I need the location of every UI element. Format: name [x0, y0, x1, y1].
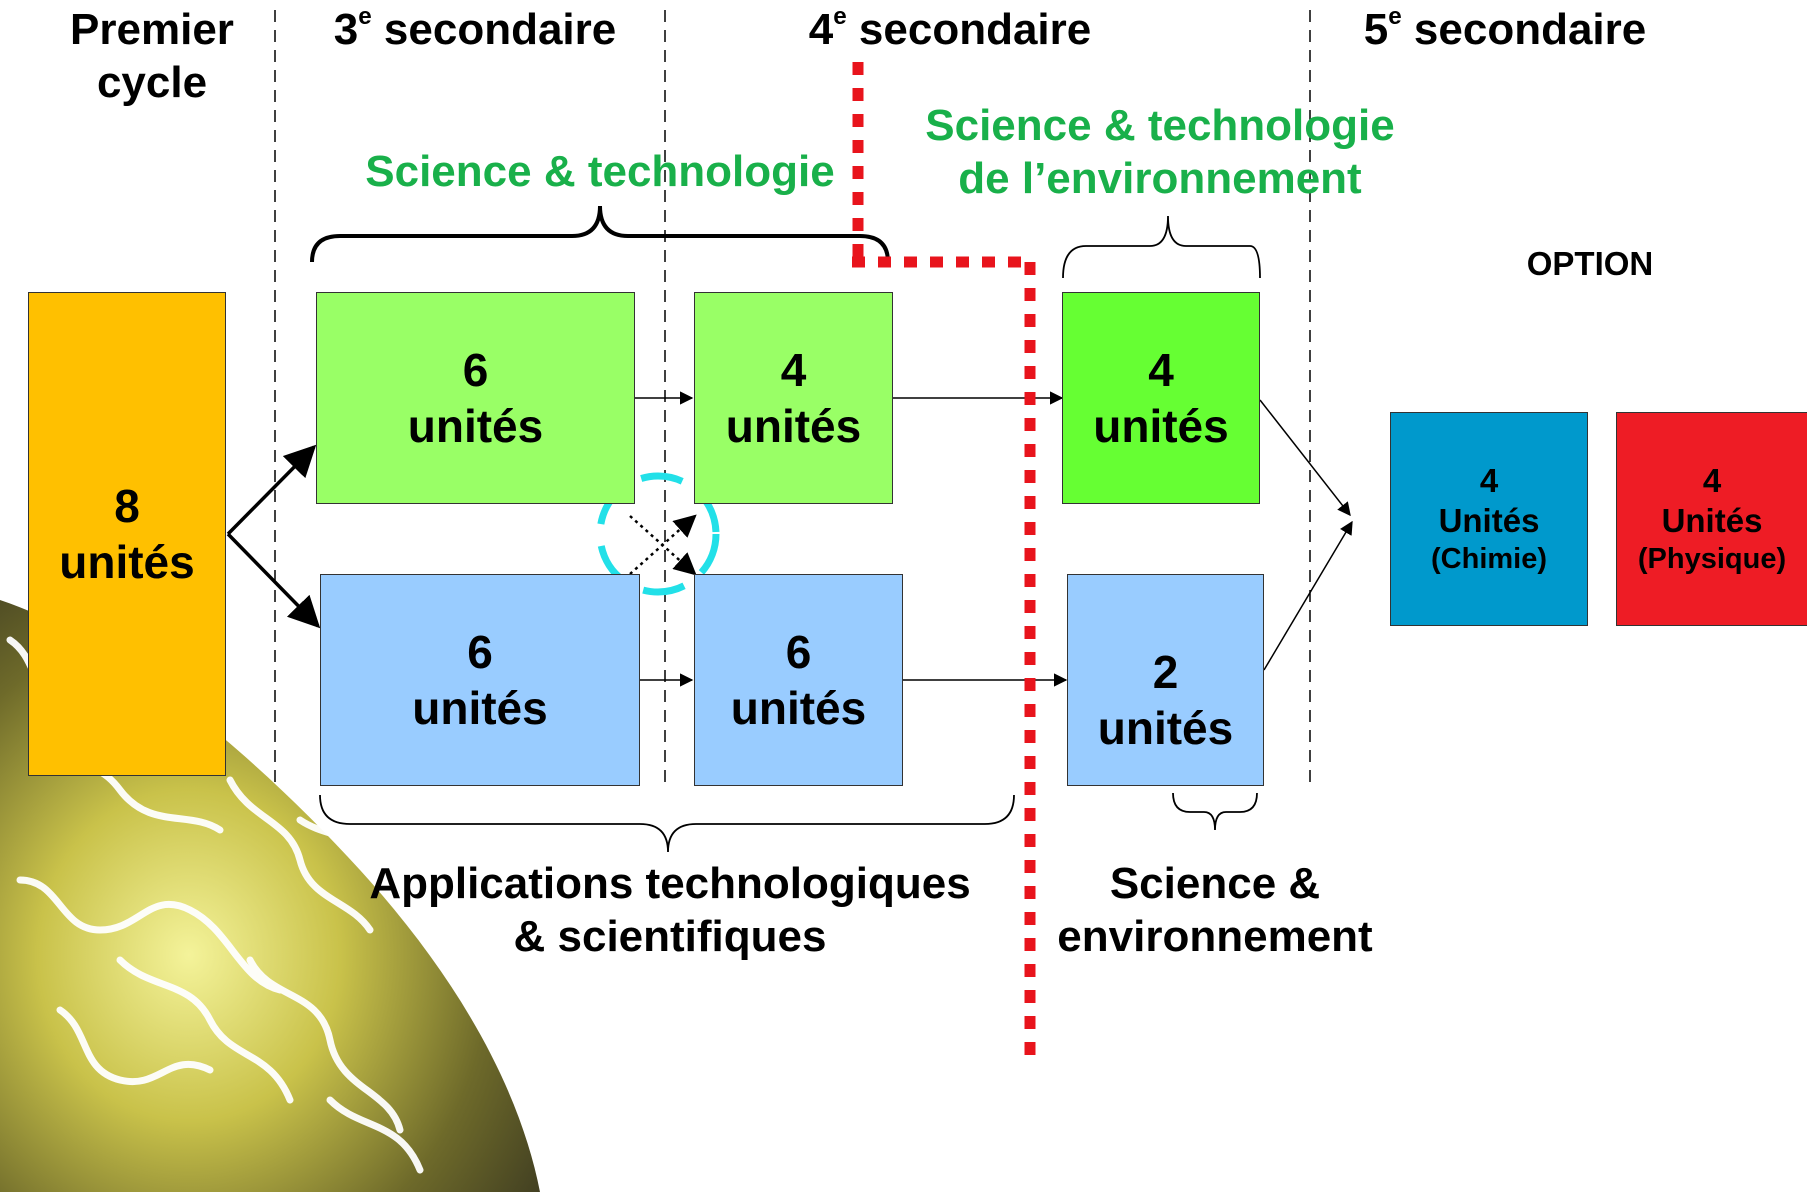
label-ats: Applications technologiques & scientifiq…	[330, 858, 1010, 964]
box-ats-3e: 6 unités	[320, 574, 640, 786]
box-unit: unités	[1093, 400, 1229, 452]
label-option: OPTION	[1526, 245, 1654, 282]
brace-ats	[319, 794, 1015, 853]
box-subject: (Chimie)	[1431, 542, 1547, 575]
header-4e-sup: e	[833, 2, 847, 30]
box-option-physique: 4 Unités (Physique)	[1616, 412, 1807, 626]
box-unit: unités	[412, 682, 548, 734]
box-number: 8	[114, 479, 140, 532]
braces	[310, 205, 1261, 853]
arrow-premier-to-st3	[226, 444, 317, 536]
box-se-4e: 2 unités	[1067, 574, 1264, 786]
box-unit: unités	[1097, 702, 1234, 754]
header-3e-word: secondaire	[371, 5, 617, 54]
arrow-se4-to-option	[1263, 520, 1353, 671]
header-5e-number: 5	[1363, 5, 1389, 54]
box-unit: Unités	[1438, 502, 1540, 540]
label-se-line2: environnement	[1057, 911, 1373, 961]
box-unit: unités	[730, 682, 867, 734]
header-3e-sup: e	[358, 2, 372, 30]
header-3e-number: 3	[333, 5, 359, 54]
label-ats-line2: & scientifiques	[513, 911, 827, 961]
box-unit: unités	[407, 400, 544, 452]
box-option-chimie: 4 Unités (Chimie)	[1390, 412, 1588, 626]
box-number: 6	[462, 343, 489, 396]
box-premier-cycle: 8 unités	[28, 292, 226, 776]
box-number: 4	[1148, 343, 1174, 396]
header-5e-word: secondaire	[1401, 5, 1647, 54]
arrow-ats3-to-st4-dotted	[629, 514, 697, 575]
box-st-3e: 6 unités	[316, 292, 635, 504]
header-premier-cycle: Premier cycle	[40, 4, 264, 110]
red-dotted-boundary	[852, 62, 1036, 1065]
box-unit: unités	[725, 400, 862, 452]
box-unit: unités	[59, 536, 195, 588]
label-se-line1: Science &	[1109, 859, 1321, 908]
box-number: 4	[780, 343, 807, 396]
arrow-ste4-to-option	[1259, 399, 1351, 517]
brace-st	[310, 205, 890, 263]
box-ste-4e: 4 unités	[1062, 292, 1260, 504]
header-4e-secondaire: 4e secondaire	[780, 2, 1120, 57]
cyan-dashed-circle	[596, 472, 720, 596]
header-4e-word: secondaire	[846, 5, 1092, 54]
label-ste-line2: de l’environnement	[958, 153, 1362, 203]
label-science-technologie: Science & technologie	[365, 147, 835, 196]
label-ats-line1: Applications technologiques	[369, 859, 971, 908]
arrow-premier-to-ats3	[226, 532, 321, 629]
brace-ste	[1062, 215, 1261, 279]
header-5e-sup: e	[1388, 2, 1402, 30]
box-unit: Unités	[1661, 502, 1763, 540]
box-number: 6	[785, 625, 812, 678]
header-3e-secondaire: 3e secondaire	[305, 2, 645, 57]
label-science-environnement: Science & environnement	[1045, 858, 1385, 964]
header-5e-secondaire: 5e secondaire	[1335, 2, 1675, 57]
box-number: 2	[1152, 645, 1179, 698]
header-premier-line2: cycle	[96, 57, 208, 107]
box-subject: (Physique)	[1637, 542, 1787, 575]
box-number: 4	[1702, 462, 1722, 500]
brace-se	[1172, 792, 1258, 831]
arrows	[226, 391, 1353, 687]
box-number: 4	[1479, 462, 1499, 500]
box-ats-4e: 6 unités	[694, 574, 903, 786]
label-ste: Science & technologie de l’environnement	[880, 100, 1440, 206]
label-ste-line1: Science & technologie	[925, 101, 1395, 150]
box-st-4e: 4 unités	[694, 292, 893, 504]
header-premier-line1: Premier	[70, 5, 234, 54]
header-4e-number: 4	[808, 5, 834, 54]
box-number: 6	[467, 625, 493, 678]
